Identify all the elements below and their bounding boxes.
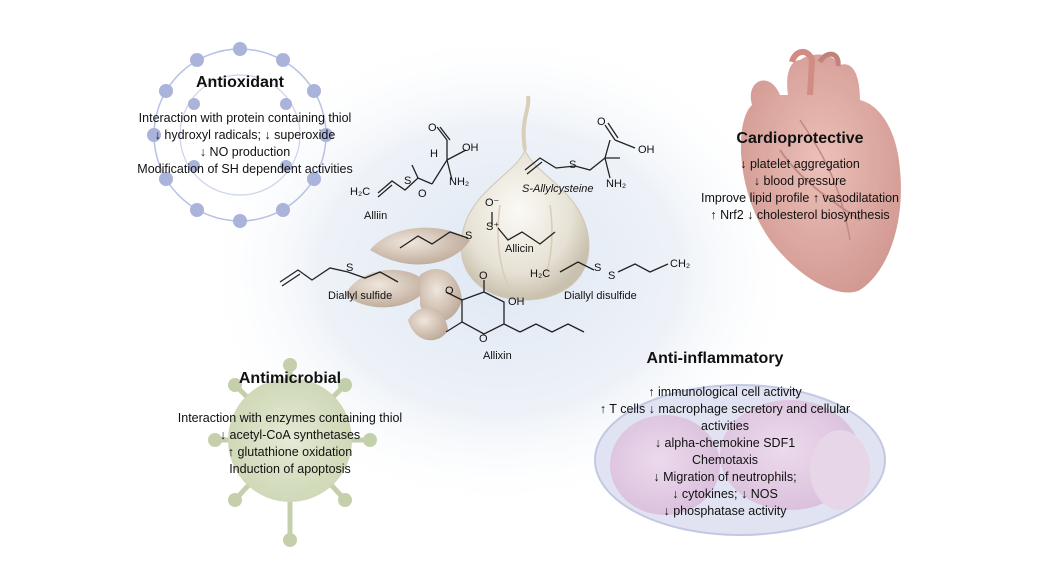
molecule-bonds	[279, 122, 669, 335]
compound-allixin: Allixin	[483, 350, 512, 362]
antimicrobial-effects: Interaction with enzymes containing thio…	[165, 410, 415, 478]
immune-cell-icon	[594, 384, 886, 536]
antiinflammatory-line: Chemotaxis	[692, 453, 758, 467]
atom-s-allylcysteine: S	[569, 159, 577, 171]
compound-alliin: Alliin	[364, 210, 388, 222]
antimicrobial-line: ↑ glutathione oxidation	[227, 445, 353, 459]
atom-s-allicin: S	[465, 230, 473, 242]
cardioprotective-line: ↑ Nrf2 ↓ cholesterol biosynthesis	[710, 208, 890, 222]
antimicrobial-line: Interaction with enzymes containing thio…	[177, 411, 403, 425]
cardioprotective-line: Improve lipid profile ↑ vasodilatation	[700, 191, 900, 205]
atom-oh-allixin: OH	[508, 296, 525, 308]
atom-s-alliin: S	[404, 175, 412, 187]
antiinflammatory-line: ↑ T cells ↓ macrophage secretory and cel…	[599, 402, 851, 416]
cardioprotective-title: Cardioprotective	[736, 130, 864, 147]
atom-nh2-alliin: NH₂	[449, 176, 470, 188]
compound-diallyl-sulfide: Diallyl sulfide	[328, 290, 393, 302]
antioxidant-line: Modification of SH dependent activities	[137, 162, 353, 176]
heart-icon	[740, 49, 901, 293]
atom-o-allixin-carbonyl: O	[479, 270, 488, 282]
antiinflammatory-line: ↓ phosphatase activity	[663, 504, 787, 518]
antiinflammatory-line: ↓ alpha-chemokine SDF1	[654, 436, 796, 450]
virus-icon	[208, 358, 377, 547]
antiinflammatory-title: Anti-inflammatory	[646, 350, 784, 367]
antiinflammatory-line: activities	[701, 419, 749, 433]
antioxidant-title: Antioxidant	[196, 74, 284, 91]
atom-o-alliin-sulfoxide: O	[418, 188, 427, 200]
antimicrobial-title: Antimicrobial	[238, 370, 342, 387]
atom-h2c-alliin: H₂C	[350, 186, 371, 198]
atom-h2c-diallyl-disulfide: H₂C	[530, 268, 551, 280]
atom-o-alliin: O	[428, 122, 437, 134]
compound-diallyl-disulfide: Diallyl disulfide	[564, 290, 637, 302]
atom-oh-alliin: OH	[462, 142, 479, 154]
antioxidant-line: ↓ NO production	[199, 145, 291, 159]
antioxidant-line: Interaction with protein containing thio…	[138, 111, 352, 125]
antioxidant-line: ↓ hydroxyl radicals; ↓ superoxide	[154, 128, 336, 142]
compound-allicin: Allicin	[505, 243, 534, 255]
compound-s-allylcysteine: S-Allylcysteine	[522, 183, 594, 195]
antiinflammatory-line: ↓ cytokines; ↓ NOS	[672, 487, 778, 501]
antimicrobial-line: Induction of apoptosis	[229, 462, 351, 476]
atom-s-diallyl-sulfide: S	[346, 262, 354, 274]
atom-ch2-diallyl-disulfide: CH₂	[670, 258, 691, 270]
atom-h-alliin: H	[430, 148, 438, 160]
cardioprotective-line: ↓ blood pressure	[753, 174, 847, 188]
atom-o-allylcysteine: O	[597, 116, 606, 128]
cardioprotective-effects: ↓ platelet aggregation ↓ blood pressure …	[685, 156, 915, 224]
antioxidant-ring-icon	[147, 42, 333, 228]
atom-o-allixin-ring: O	[479, 333, 488, 345]
antiinflammatory-line: ↑ immunological cell activity	[648, 385, 802, 399]
atom-oh-allylcysteine: OH	[638, 144, 655, 156]
atom-nh2-allylcysteine: NH₂	[606, 178, 627, 190]
atom-s-plus-allicin: S⁺	[486, 221, 500, 233]
atom-s2-diallyl-disulfide: S	[608, 270, 616, 282]
antiinflammatory-effects: ↑ immunological cell activity ↑ T cells …	[585, 384, 865, 520]
cardioprotective-line: ↓ platelet aggregation	[740, 157, 860, 171]
garlic-illustration	[345, 95, 590, 341]
antimicrobial-line: ↓ acetyl-CoA synthetases	[219, 428, 361, 442]
atom-o-allixin-methoxy: O	[445, 285, 454, 297]
antioxidant-effects: Interaction with protein containing thio…	[120, 110, 370, 178]
atom-s1-diallyl-disulfide: S	[594, 262, 602, 274]
atom-o-minus-allicin: O⁻	[485, 197, 500, 209]
antiinflammatory-line: ↓ Migration of neutrophils;	[653, 470, 797, 484]
